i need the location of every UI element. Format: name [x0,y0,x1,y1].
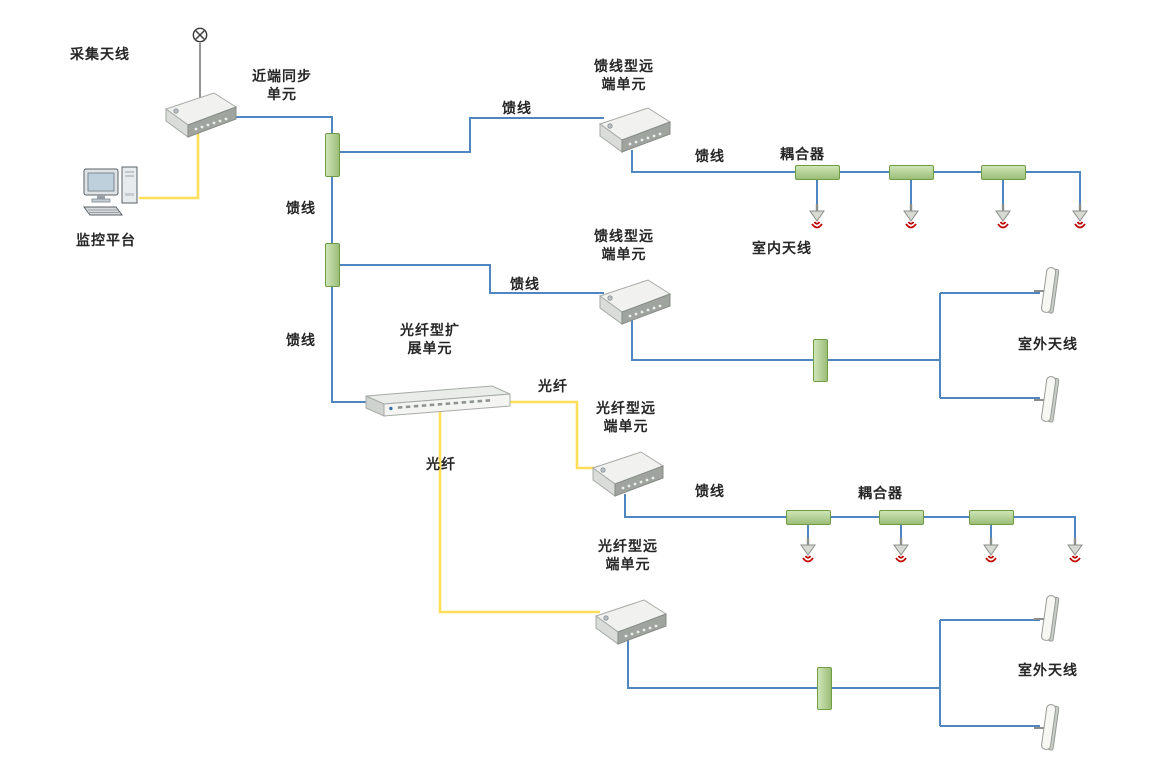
indoor-antenna-icon [899,204,923,238]
feeder-label-3: 馈线 [286,200,316,216]
fiber-expansion-unit-label: 光纤型扩展单元 [400,322,460,356]
collection-antenna-label: 采集天线 [70,46,130,62]
outdoor-antenna-icon [1032,593,1066,645]
indoor-antenna-label: 室内天线 [752,240,812,256]
monitoring-link-wire [139,133,200,200]
feeder-wire [631,320,816,361]
fiber-remote-unit-2-label: 光纤型远端单元 [598,538,658,572]
feeder-label-6: 馈线 [695,483,725,499]
coupler [325,243,340,287]
coupler [879,510,924,525]
coupler [889,165,934,180]
coupler [969,510,1014,525]
coupler [325,133,340,177]
feeder-wire [340,264,604,294]
feeder-label-2: 馈线 [695,148,725,164]
fiber-expansion-unit-device [362,382,514,422]
indoor-antenna-icon [805,204,829,238]
fiber-remote-unit-1-device [585,444,669,504]
indoor-antenna-icon [1068,204,1092,238]
feeder-wire [627,640,820,689]
feeder-label-5: 馈线 [286,332,316,348]
outdoor-antenna-label-1: 室外天线 [1018,336,1078,352]
fiber-label-1: 光纤 [538,378,568,394]
outdoor-branch-wires [828,292,1040,399]
collection-antenna-icon [191,26,209,44]
coupler [981,165,1026,180]
feeder-label-1: 馈线 [502,100,532,116]
feeder-remote-unit-1-label: 馈线型远端单元 [594,58,654,92]
indoor-antenna-icon [796,538,820,572]
coupler [786,510,831,525]
fiber-remote-unit-2-device [588,592,672,652]
coupler [813,339,828,382]
feeder-remote-unit-1-device [592,100,676,160]
outdoor-antenna-icon [1032,702,1066,754]
fiber-label-2: 光纤 [426,456,456,472]
outdoor-antenna-icon [1032,374,1066,426]
fiber-remote-unit-1-label: 光纤型远端单元 [596,400,656,434]
feeder-label-4: 馈线 [510,276,540,292]
coupler [817,667,832,710]
feeder-wire [631,150,1081,208]
feeder-wire [624,494,1076,542]
fiber-wire [438,408,600,614]
outdoor-antenna-label-2: 室外天线 [1018,662,1078,678]
indoor-antenna-icon [889,538,913,572]
feeder-wire [340,117,604,153]
near-end-sync-unit-device [158,85,242,145]
coupler [795,165,840,180]
indoor-antenna-icon [991,204,1015,238]
feeder-wire [236,116,333,140]
outdoor-antenna-icon [1032,265,1066,317]
fiber-wire [508,400,598,470]
coupler-label-1: 耦合器 [780,146,825,162]
indoor-antenna-icon [979,538,1003,572]
coupler-label-2: 耦合器 [858,485,903,501]
feeder-remote-unit-2-label: 馈线型远端单元 [594,228,654,262]
feeder-wire [331,280,368,403]
near-end-sync-unit-label: 近端同步单元 [252,68,312,102]
monitoring-platform-computer [80,163,144,219]
indoor-antenna-icon [1063,538,1087,572]
outdoor-branch-wires [832,619,1040,727]
feeder-remote-unit-2-device [592,272,676,332]
monitoring-platform-label: 监控平台 [76,232,136,248]
